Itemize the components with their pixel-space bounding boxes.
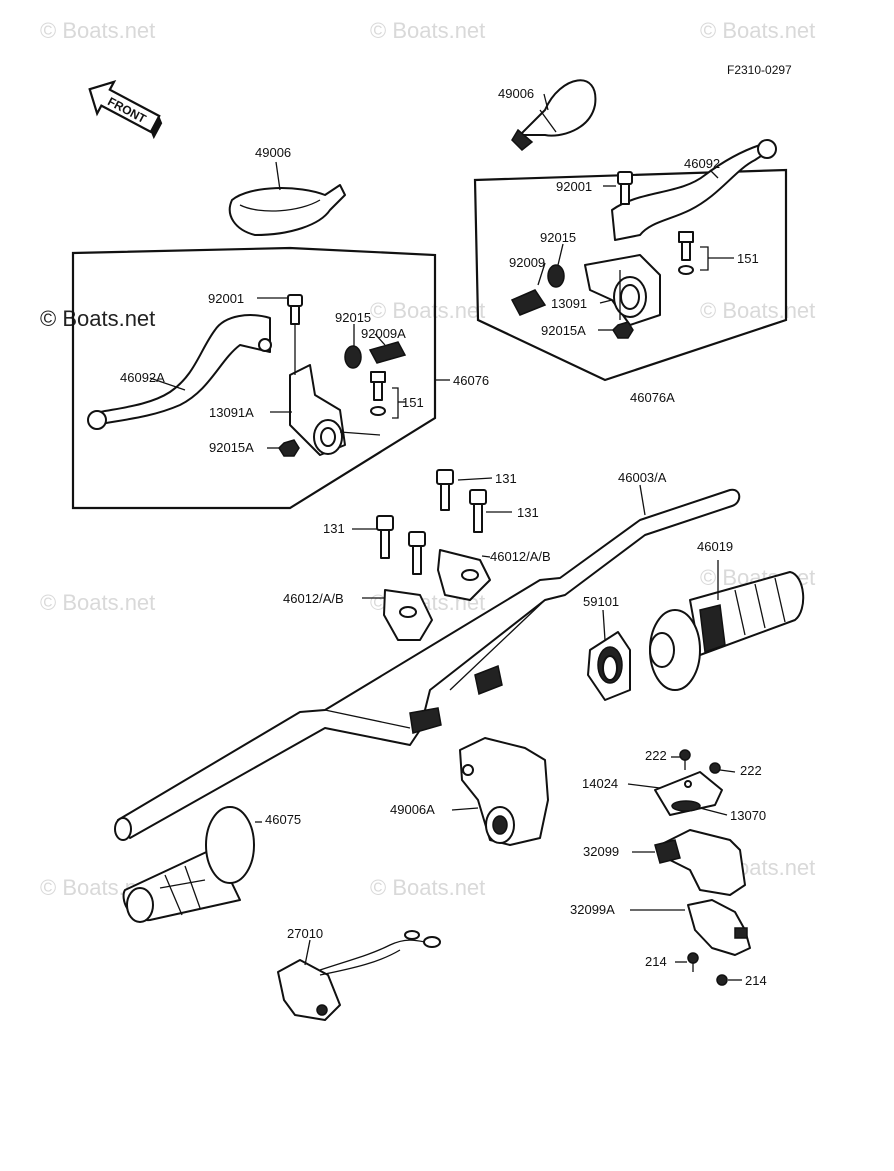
bolt-151-l [370, 371, 386, 416]
bolt-131-a [436, 469, 454, 511]
watermark: © Boats.net [40, 18, 155, 43]
bolt-131-c [376, 515, 394, 559]
label-49006A: 49006A [390, 802, 435, 817]
housing-32099A: 32099A [570, 899, 751, 956]
screw-222-a: 222 [645, 748, 691, 770]
bolt-151-r [678, 231, 694, 275]
screw-92009 [510, 289, 547, 316]
label-222-b: 222 [740, 763, 762, 778]
watermark: © Boats.net [700, 18, 815, 43]
label-92001-l: 92001 [208, 291, 244, 306]
bolt-92001-l [287, 294, 303, 325]
washer-92015-l [344, 345, 362, 369]
throttle-pulley-59101: 59101 [583, 594, 631, 701]
bolt-131-d [408, 531, 426, 575]
label-92009A: 92009A [361, 326, 406, 341]
label-46092: 46092 [684, 156, 720, 171]
clamp-46012-b [383, 589, 433, 641]
lever-cover-49006-top [511, 79, 597, 152]
label-32099: 32099 [583, 844, 619, 859]
bracket-13091 [584, 254, 661, 326]
label-46075: 46075 [265, 812, 301, 827]
label-131-a: 131 [495, 471, 517, 486]
label-92015-l: 92015 [335, 310, 371, 325]
nut-92015A-l [278, 439, 300, 457]
label-214-a: 214 [645, 954, 667, 969]
screw-222-b: 222 [709, 762, 762, 778]
watermark: © Boats.net [40, 590, 155, 615]
right-lever-assembly: 49006 46092 92001 92015 92009 151 13091 … [473, 79, 788, 405]
front-arrow-icon: FRONT [88, 79, 163, 140]
watermark: © Boats.net [370, 875, 485, 900]
label-46012-b: 46012/A/B [283, 591, 344, 606]
cover-14024: 14024 [582, 771, 723, 816]
throttle-grip-46019: 46019 [649, 539, 805, 691]
assembly-frame-left [71, 246, 437, 510]
clamp-46012-a [437, 549, 491, 601]
label-13091: 13091 [551, 296, 587, 311]
label-14024: 14024 [582, 776, 618, 791]
label-49006-left: 49006 [255, 145, 291, 160]
label-46076A: 46076A [630, 390, 675, 405]
label-151-l: 151 [402, 395, 424, 410]
watermark-prominent: © Boats.net [40, 306, 155, 331]
label-92015A-r: 92015A [541, 323, 586, 338]
label-13070: 13070 [730, 808, 766, 823]
throttle-housing-49006A: 49006A [390, 737, 549, 846]
label-214-b: 214 [745, 973, 767, 988]
screw-214-a: 214 [645, 952, 699, 972]
washer-92015-r [547, 264, 565, 288]
label-46012-a: 46012/A/B [490, 549, 551, 564]
label-222-a: 222 [645, 748, 667, 763]
cable-guide-13070: 13070 [671, 800, 766, 823]
screw-214-b: 214 [716, 973, 767, 988]
bolt-131-b [469, 489, 487, 533]
label-131-c: 131 [323, 521, 345, 536]
label-46076: 46076 [453, 373, 489, 388]
label-131-b: 131 [517, 505, 539, 520]
left-lever-assembly: 49006 92001 92015 92009A 46092A 46076 15… [71, 145, 489, 510]
left-grip-46075: 46075 [122, 806, 301, 923]
lever-cover-49006-left [228, 184, 346, 236]
bracket-13091A [289, 364, 346, 456]
label-32099A: 32099A [570, 902, 615, 917]
brake-lever-46092A [94, 314, 271, 426]
label-46019: 46019 [697, 539, 733, 554]
watermark: © Boats.net [370, 18, 485, 43]
label-13091A: 13091A [209, 405, 254, 420]
label-92001-r: 92001 [556, 179, 592, 194]
label-92009: 92009 [509, 255, 545, 270]
label-151-r: 151 [737, 251, 759, 266]
housing-32099: 32099 [583, 829, 746, 896]
engine-stop-switch-27010: 27010 [277, 926, 441, 1021]
watermark: © Boats.net [370, 298, 485, 323]
nut-92015A-r [612, 321, 634, 339]
label-59101: 59101 [583, 594, 619, 609]
screw-92009A [368, 341, 407, 364]
figure-code: F2310-0297 [727, 63, 792, 77]
watermark: © Boats.net [700, 298, 815, 323]
label-49006-top: 49006 [498, 86, 534, 101]
label-46092A: 46092A [120, 370, 165, 385]
label-92015-r: 92015 [540, 230, 576, 245]
label-46003: 46003/A [618, 470, 667, 485]
bolt-92001-r [617, 171, 633, 205]
handlebar-46003 [114, 488, 741, 841]
label-27010: 27010 [287, 926, 323, 941]
knurl-band [409, 664, 503, 734]
label-92015A-l: 92015A [209, 440, 254, 455]
